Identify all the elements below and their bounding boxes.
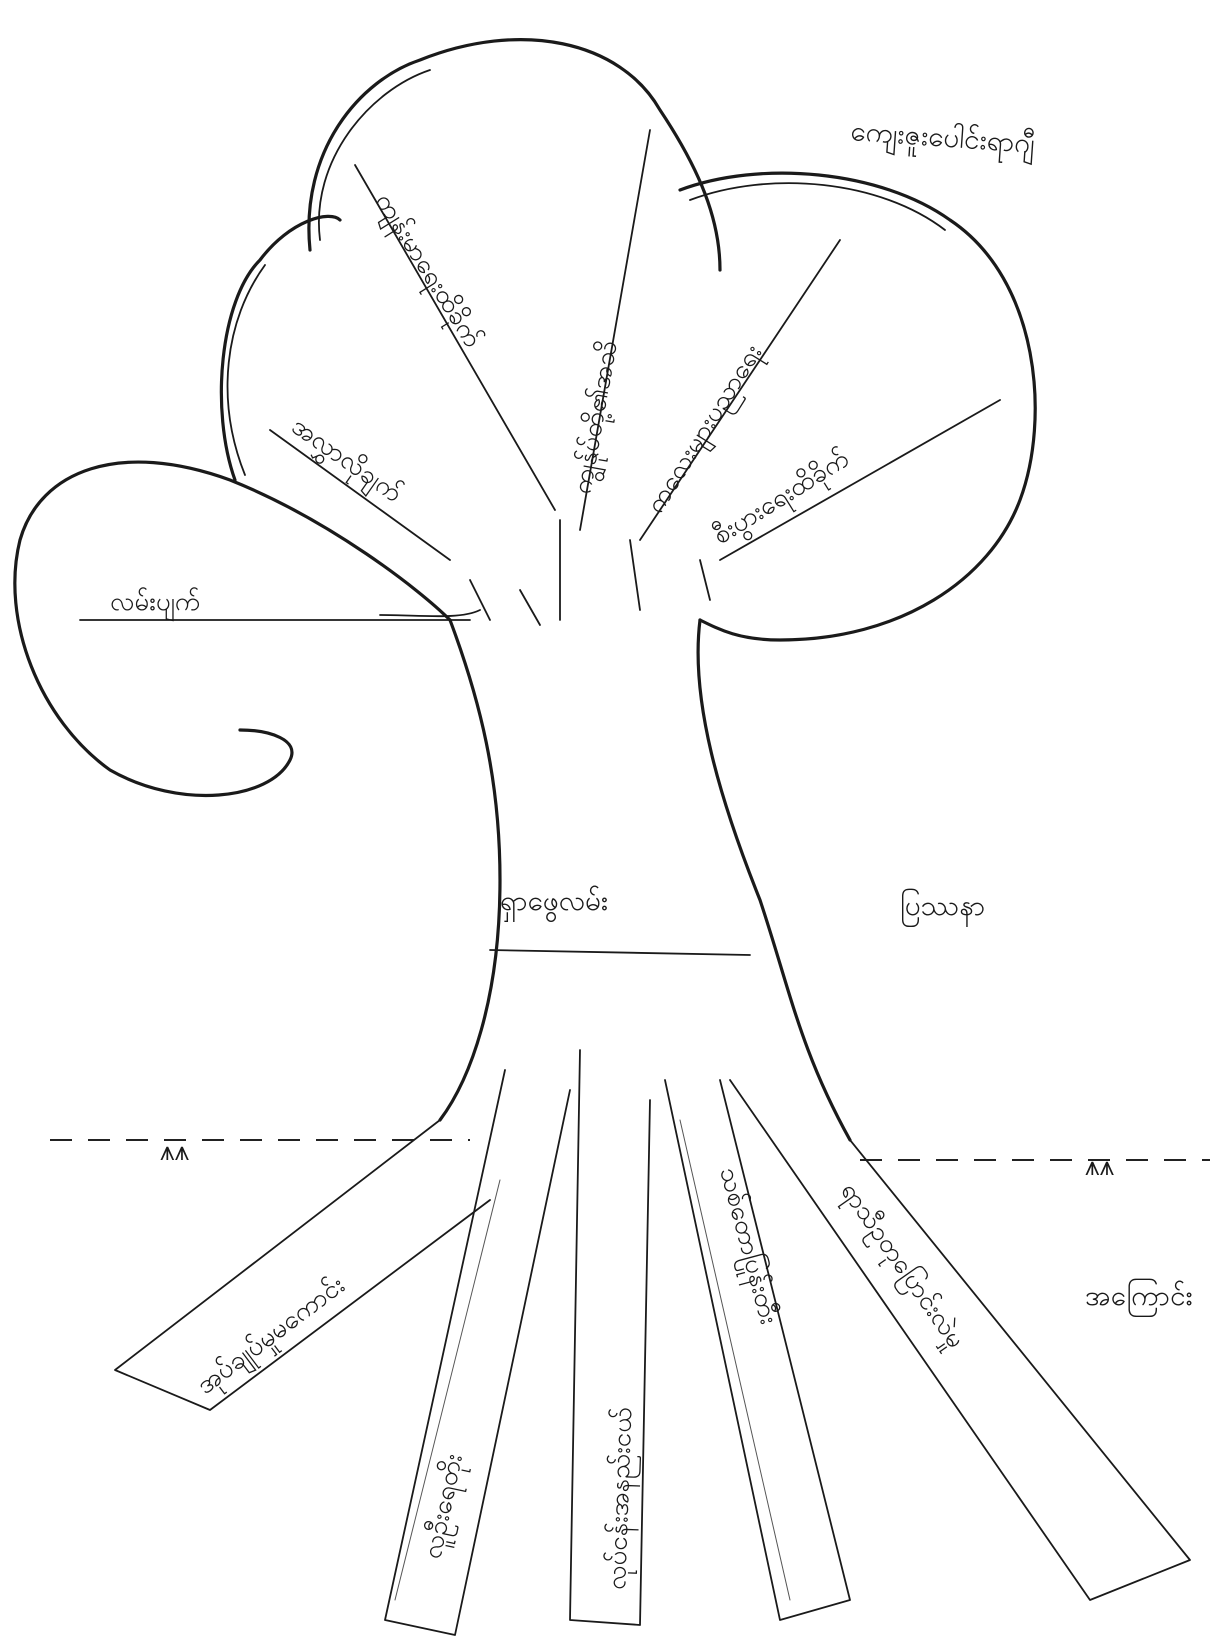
leaf-label: ကျန်းမာရေးထိခိုက် (365, 187, 489, 356)
root-label: လုပ်ငန်းအနည်းငယ် (601, 1406, 643, 1590)
ground-line: ⩚⩚ ⩚⩚ (50, 1137, 1210, 1182)
root-cause-label: အကြောင်း (1085, 1277, 1193, 1318)
leaf-label: လမ်းပျက် (110, 586, 201, 622)
trunk-divider (490, 950, 750, 955)
root-label: အုပ်ချုပ်မှုမကောင်း (191, 1269, 354, 1404)
leaf-label: ကလေးများပညာရေး (640, 339, 772, 521)
grass-tuft-icon: ⩚⩚ (160, 1137, 190, 1167)
canopy-outline (15, 40, 1035, 796)
root-label: လူဦးရေတိုး (417, 1451, 474, 1563)
leaf-label: စီးပွားရေးထိခိုက် (707, 443, 857, 556)
leaf-spokes (80, 130, 1000, 620)
grass-tuft-icon: ⩚⩚ (1085, 1152, 1115, 1182)
trunk-label: ရှာဖွေလမ်း (500, 883, 608, 923)
leaf-label: ကျွန်ုပ်တို့၏အသိ (565, 338, 629, 498)
root-label: သစ်တောပြုန်းတီး (708, 1163, 786, 1328)
trunk-outline (380, 520, 850, 1140)
problem-label: ပြဿနာ (900, 887, 985, 928)
leaf-label: အလွှာလိုချက် (283, 410, 409, 513)
diagram-title: ကျေးဇူးပေါင်းရာဂျီ (849, 113, 1036, 166)
